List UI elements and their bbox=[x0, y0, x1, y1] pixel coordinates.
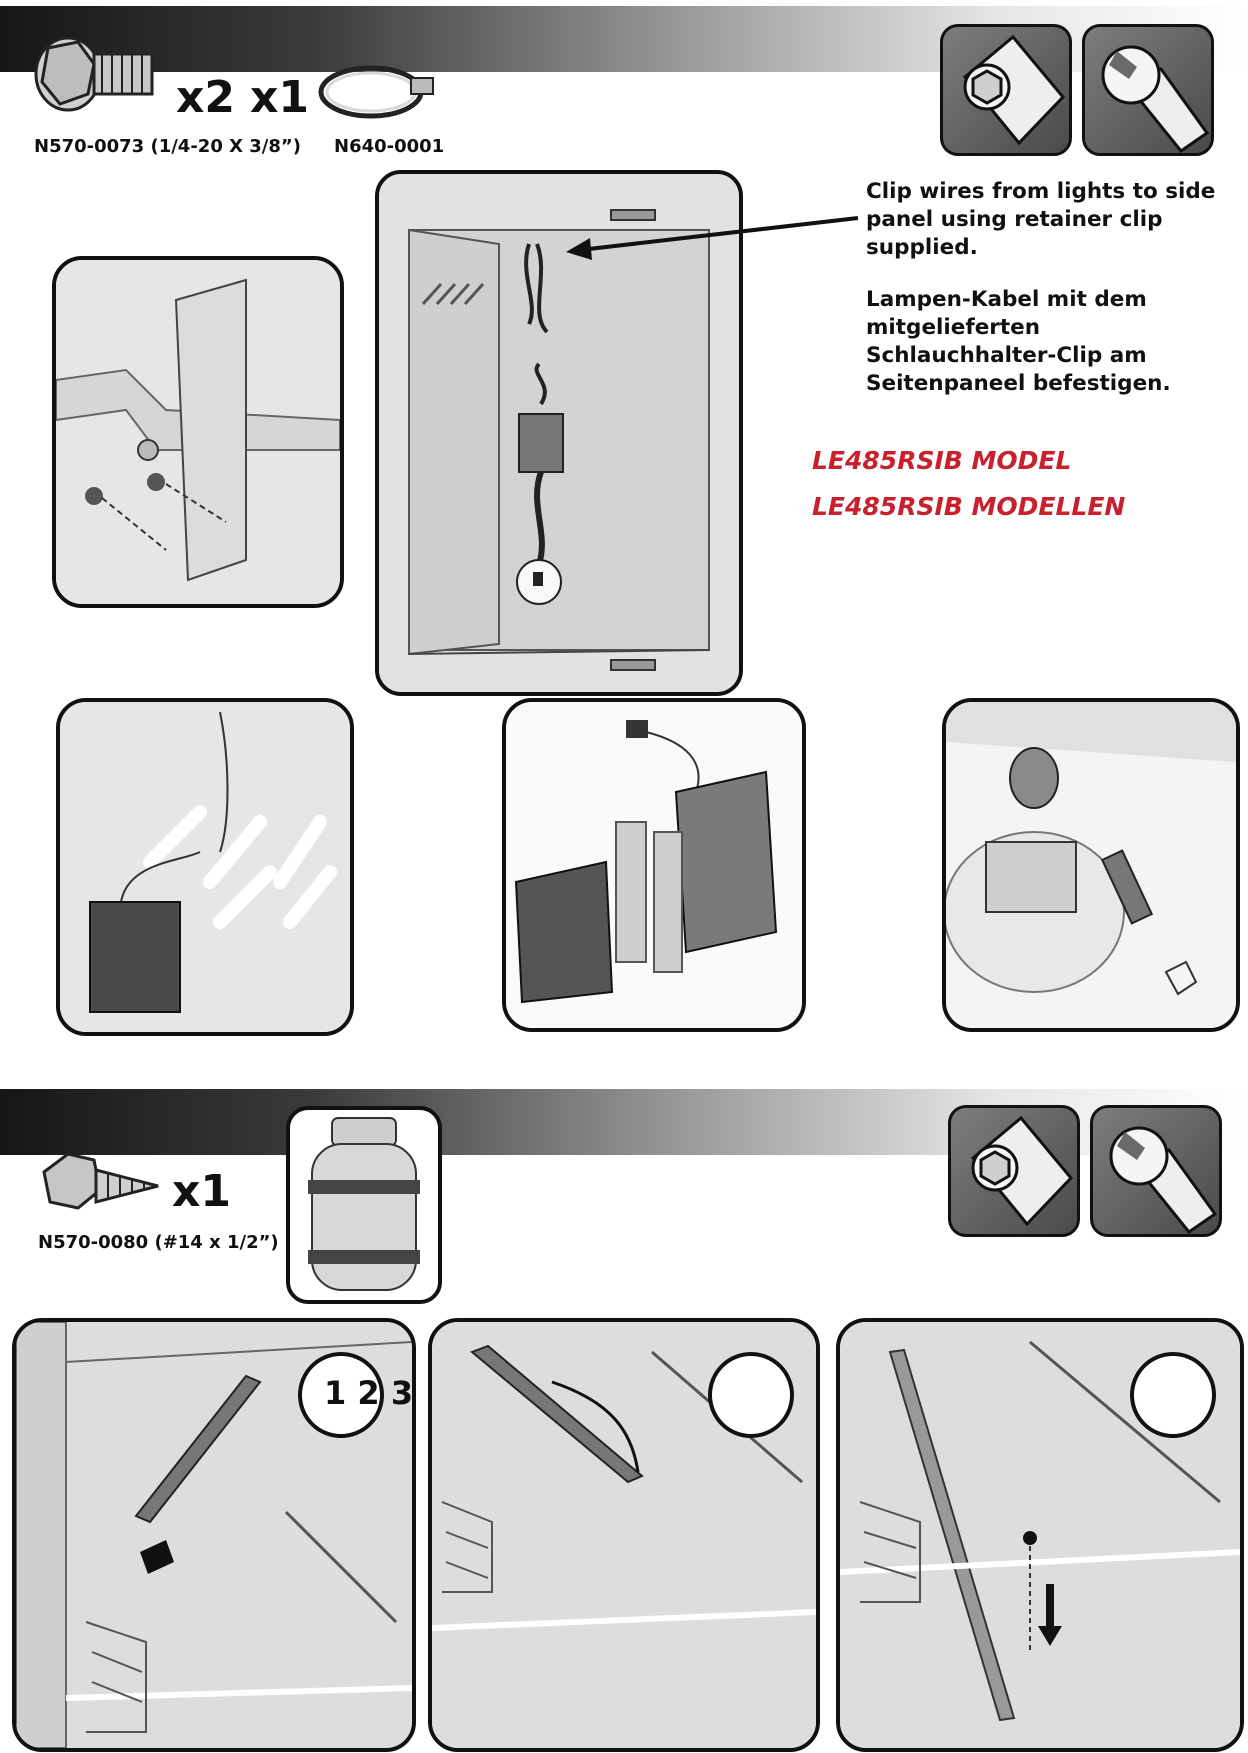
hex-key-tool-box bbox=[940, 24, 1072, 156]
bolt-quantity: x2 bbox=[176, 72, 235, 123]
battery-pack-exploded-detail bbox=[502, 698, 806, 1032]
hex-key-icon bbox=[970, 1115, 1074, 1227]
hex-bolt-icon bbox=[34, 36, 154, 112]
step-number-label: 1 2 3 bbox=[324, 1374, 414, 1412]
step1-bracket-panel: 1 2 3 bbox=[12, 1318, 416, 1752]
bolt-part-number: N570-0073 (1/4-20 X 3/8”) bbox=[34, 136, 301, 157]
cabinet-wiring-illustration bbox=[375, 170, 743, 696]
clip-quantity: x1 bbox=[250, 72, 309, 123]
step-number-circle bbox=[1130, 1352, 1216, 1438]
screw-part-number: N570-0080 (#14 x 1/2”) bbox=[38, 1232, 279, 1253]
propane-tank-illustration bbox=[286, 1106, 442, 1304]
self-tapping-screw-icon bbox=[42, 1152, 159, 1210]
wrench-icon bbox=[1109, 1126, 1218, 1234]
hex-key-icon bbox=[962, 34, 1066, 146]
wrench-icon bbox=[1101, 45, 1210, 153]
bulb-socket-detail bbox=[942, 698, 1240, 1032]
clip-part-number: N640-0001 bbox=[334, 136, 445, 157]
model-label-german: LE485RSIB MODELLEN bbox=[812, 492, 1126, 521]
callout-arrow bbox=[566, 216, 859, 260]
battery-box-on-panel-detail bbox=[56, 698, 354, 1036]
instruction-german: Lampen-Kabel mit dem mitgelieferten Schl… bbox=[866, 287, 1171, 396]
instruction-english: Clip wires from lights to side panel usi… bbox=[866, 179, 1216, 260]
step-number-circle bbox=[298, 1352, 384, 1438]
step2-rotate-panel bbox=[428, 1318, 820, 1752]
wrench-tool-box bbox=[1090, 1105, 1222, 1237]
step-number-circle bbox=[708, 1352, 794, 1438]
hex-key-tool-box bbox=[948, 1105, 1080, 1237]
retainer-clip-icon bbox=[318, 65, 434, 119]
model-label: LE485RSIB MODEL bbox=[812, 446, 1072, 475]
bracket-screw-detail bbox=[52, 256, 344, 608]
step3-screw-panel bbox=[836, 1318, 1244, 1752]
wrench-tool-box bbox=[1082, 24, 1214, 156]
screw-quantity: x1 bbox=[172, 1166, 231, 1217]
